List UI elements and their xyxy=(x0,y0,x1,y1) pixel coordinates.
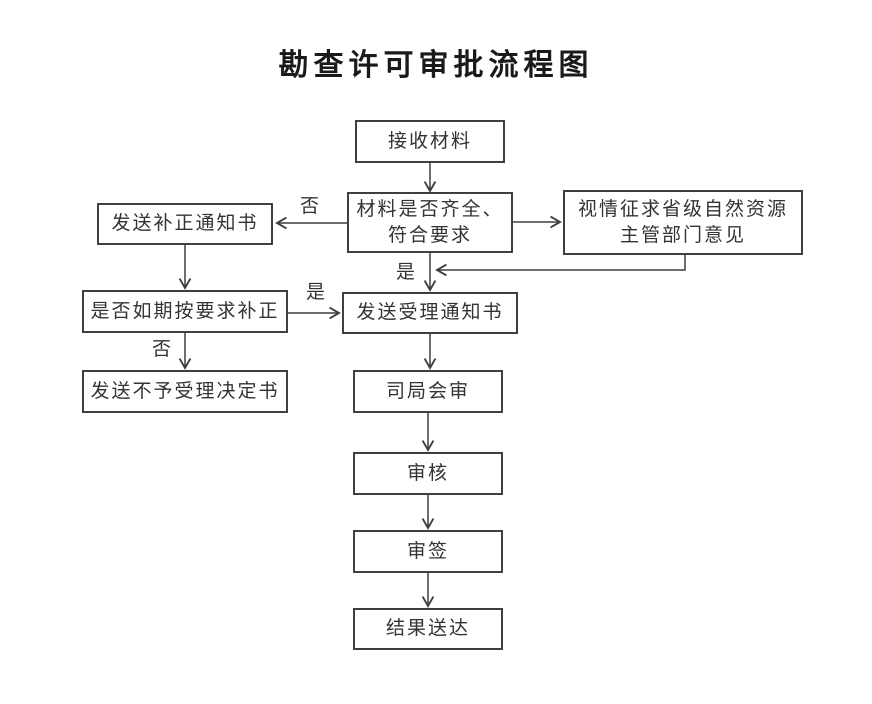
edge-label-no-check: 否 xyxy=(300,196,320,217)
node-send-acceptance-notice: 发送受理通知书 xyxy=(342,292,518,334)
edge-label-yes-correction: 是 xyxy=(306,282,326,303)
node-consult-provincial-authority: 视情征求省级自然资源 主管部门意见 xyxy=(563,190,803,255)
node-sign-approval: 审签 xyxy=(353,530,503,573)
node-materials-complete-check: 材料是否齐全、 符合要求 xyxy=(347,192,513,253)
node-send-rejection-decision: 发送不予受理决定书 xyxy=(82,370,288,413)
node-department-joint-review: 司局会审 xyxy=(353,370,503,413)
edge-label-no-correction: 否 xyxy=(152,339,172,360)
page-title: 勘查许可审批流程图 xyxy=(278,49,594,82)
edge-label-yes-check: 是 xyxy=(396,262,416,283)
edge-consult-feedback xyxy=(435,255,686,277)
node-review: 审核 xyxy=(353,452,503,495)
node-receive-materials: 接收材料 xyxy=(355,120,505,163)
node-correction-on-time-check: 是否如期按要求补正 xyxy=(82,290,288,333)
node-deliver-result: 结果送达 xyxy=(353,608,503,650)
node-send-correction-notice: 发送补正通知书 xyxy=(97,203,273,245)
